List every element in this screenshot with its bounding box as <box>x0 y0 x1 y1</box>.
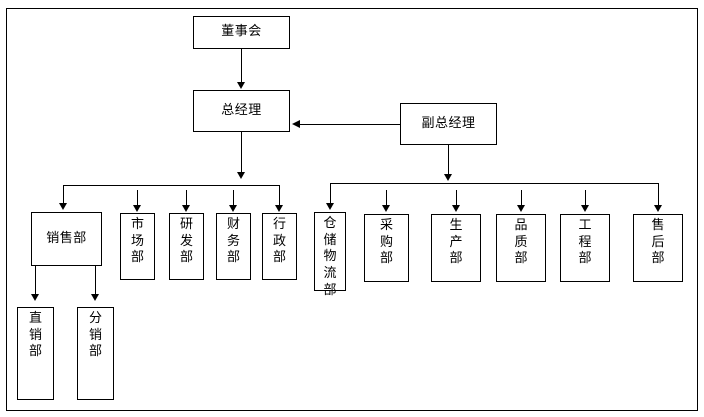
node-general-manager[interactable]: 总经理 <box>193 90 290 132</box>
node-finance-department-label: 财务部 <box>226 217 240 266</box>
arrowhead-deputy-to-right-bus <box>444 174 452 181</box>
node-deputy-general-manager-label: 副总经理 <box>421 115 476 131</box>
node-quality-department[interactable]: 品质部 <box>496 214 546 282</box>
node-warehouse-logistics-department[interactable]: 仓储物流部 <box>314 212 346 298</box>
drop-line-sales <box>63 185 64 205</box>
drop-line-engineering <box>585 190 586 207</box>
drop-line-production <box>456 190 457 207</box>
arrowhead-after-sales <box>654 205 662 212</box>
node-after-sales-department-label: 售后部 <box>651 218 665 267</box>
drop-line-warehouse-logistics <box>330 183 331 205</box>
node-purchasing-department-label: 采购部 <box>379 218 393 267</box>
arrowhead-sales <box>59 203 67 210</box>
arrowhead-direct-sales <box>31 294 39 301</box>
node-marketing-department[interactable]: 市场部 <box>120 213 155 280</box>
drop-line-purchasing <box>386 190 387 207</box>
connector-deputy-to-right-bus <box>448 145 449 178</box>
node-engineering-department[interactable]: 工程部 <box>560 214 610 282</box>
node-production-department[interactable]: 生产部 <box>431 214 481 282</box>
drop-line-after-sales <box>658 183 659 207</box>
drop-line-administration <box>279 185 280 207</box>
drop-line-quality <box>521 190 522 207</box>
node-engineering-department-label: 工程部 <box>578 218 592 267</box>
node-direct-sales-department[interactable]: 直销部 <box>17 307 54 400</box>
node-quality-department-label: 品质部 <box>514 218 528 267</box>
arrowhead-engineering <box>581 205 589 212</box>
arrowhead-distribution-sales <box>91 294 99 301</box>
node-production-department-label: 生产部 <box>449 218 463 267</box>
node-sales-department[interactable]: 销售部 <box>31 212 102 266</box>
arrowhead-rnd <box>182 205 190 212</box>
arrowhead-finance <box>229 205 237 212</box>
node-direct-sales-department-label: 直销部 <box>28 311 42 360</box>
drop-line-rnd <box>186 190 187 207</box>
connector-gm-to-left-bus <box>241 132 242 175</box>
arrowhead-marketing <box>133 205 141 212</box>
node-administration-department-label: 行政部 <box>272 217 286 266</box>
right-department-bus <box>330 183 658 184</box>
node-deputy-general-manager[interactable]: 副总经理 <box>400 103 497 145</box>
arrowhead-administration <box>275 205 283 212</box>
node-board-of-directors[interactable]: 董事会 <box>193 16 290 49</box>
arrowhead-deputy-to-gm <box>292 120 300 128</box>
drop-line-direct-sales <box>35 266 36 296</box>
node-board-of-directors-label: 董事会 <box>221 24 262 40</box>
node-distribution-sales-department[interactable]: 分销部 <box>77 307 114 400</box>
connector-board-to-gm <box>241 49 242 83</box>
node-finance-department[interactable]: 财务部 <box>216 213 251 280</box>
arrowhead-quality <box>517 205 525 212</box>
drop-line-distribution-sales <box>95 266 96 296</box>
arrowhead-production <box>452 205 460 212</box>
node-rnd-department[interactable]: 研发部 <box>169 213 204 280</box>
node-after-sales-department[interactable]: 售后部 <box>633 214 683 282</box>
arrowhead-warehouse-logistics <box>326 203 334 210</box>
node-marketing-department-label: 市场部 <box>130 217 144 266</box>
drop-line-marketing <box>137 190 138 207</box>
arrowhead-board-to-gm <box>237 82 245 89</box>
node-warehouse-logistics-department-label: 仓储物流部 <box>323 216 337 298</box>
node-administration-department[interactable]: 行政部 <box>262 213 297 280</box>
arrowhead-purchasing <box>382 205 390 212</box>
arrowhead-gm-to-left-bus <box>237 172 245 179</box>
left-department-bus <box>63 185 280 186</box>
node-rnd-department-label: 研发部 <box>179 217 193 266</box>
node-sales-department-label: 销售部 <box>46 230 87 246</box>
connector-deputy-to-gm <box>300 124 400 125</box>
node-general-manager-label: 总经理 <box>221 102 262 118</box>
drop-line-finance <box>233 190 234 207</box>
node-purchasing-department[interactable]: 采购部 <box>364 214 409 282</box>
node-distribution-sales-department-label: 分销部 <box>88 311 102 360</box>
